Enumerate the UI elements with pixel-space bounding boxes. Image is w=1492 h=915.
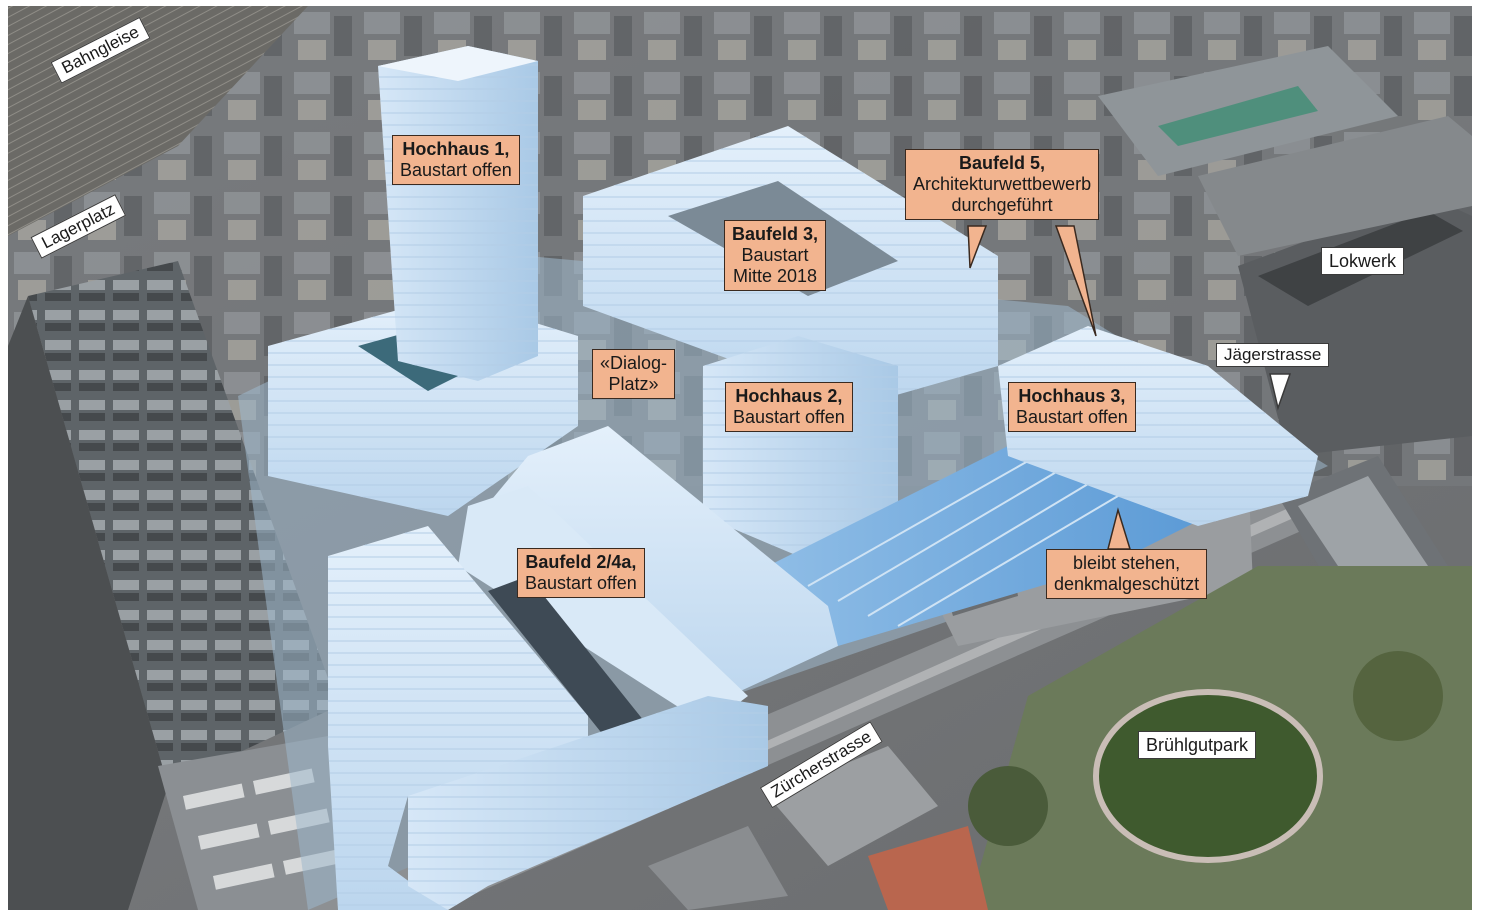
callout-baufeld-5: Baufeld 5, Architekturwettbewerb durchge…: [905, 149, 1100, 220]
callout-baufeld-3-title: Baufeld 3,: [732, 224, 819, 244]
callout-hochhaus-3: Hochhaus 3, Baustart offen: [1008, 382, 1136, 432]
callout-bleibt-stehen-line2: denkmalgeschützt: [1054, 574, 1200, 594]
callout-baufeld-5-line1: Architekturwettbewerb: [913, 174, 1092, 194]
label-lokwerk: Lokwerk: [1321, 247, 1405, 275]
callout-baufeld-3-line1: Baustart: [741, 245, 809, 265]
callout-baufeld-3: Baufeld 3, Baustart Mitte 2018: [724, 220, 827, 291]
callout-hochhaus-1-title: Hochhaus 1,: [402, 139, 510, 159]
aerial-background: [8, 6, 1472, 910]
callout-hochhaus-2-status: Baustart offen: [733, 407, 845, 427]
callout-hochhaus-1-status: Baustart offen: [400, 160, 512, 180]
callout-dialog-platz-line2: Platz»: [608, 374, 659, 394]
callout-bleibt-stehen: bleibt stehen, denkmalgeschützt: [1046, 549, 1208, 599]
callout-hochhaus-3-title: Hochhaus 3,: [1018, 386, 1126, 406]
callout-baufeld-2-4a-title: Baufeld 2/4a,: [525, 552, 637, 572]
callout-dialog-platz: «Dialog- Platz»: [592, 349, 676, 399]
callout-baufeld-5-line2: durchgeführt: [951, 195, 1053, 215]
callout-baufeld-2-4a-status: Baustart offen: [525, 573, 637, 593]
callout-hochhaus-3-status: Baustart offen: [1016, 407, 1128, 427]
callout-hochhaus-2: Hochhaus 2, Baustart offen: [725, 382, 853, 432]
callout-hochhaus-2-title: Hochhaus 2,: [735, 386, 843, 406]
callout-baufeld-2-4a: Baufeld 2/4a, Baustart offen: [517, 548, 645, 598]
aerial-map: Hochhaus 1, Baustart offen Baufeld 3, Ba…: [8, 6, 1472, 910]
callout-baufeld-3-line2: Mitte 2018: [732, 266, 818, 286]
label-bruehlgutpark: Brühlgutpark: [1138, 731, 1257, 759]
callout-bleibt-stehen-line1: bleibt stehen,: [1073, 553, 1181, 573]
label-jaegerstrasse: Jägerstrasse: [1216, 343, 1330, 367]
callout-hochhaus-1: Hochhaus 1, Baustart offen: [392, 135, 520, 185]
callout-dialog-platz-line1: «Dialog-: [600, 353, 668, 373]
callout-baufeld-5-title: Baufeld 5,: [959, 153, 1046, 173]
